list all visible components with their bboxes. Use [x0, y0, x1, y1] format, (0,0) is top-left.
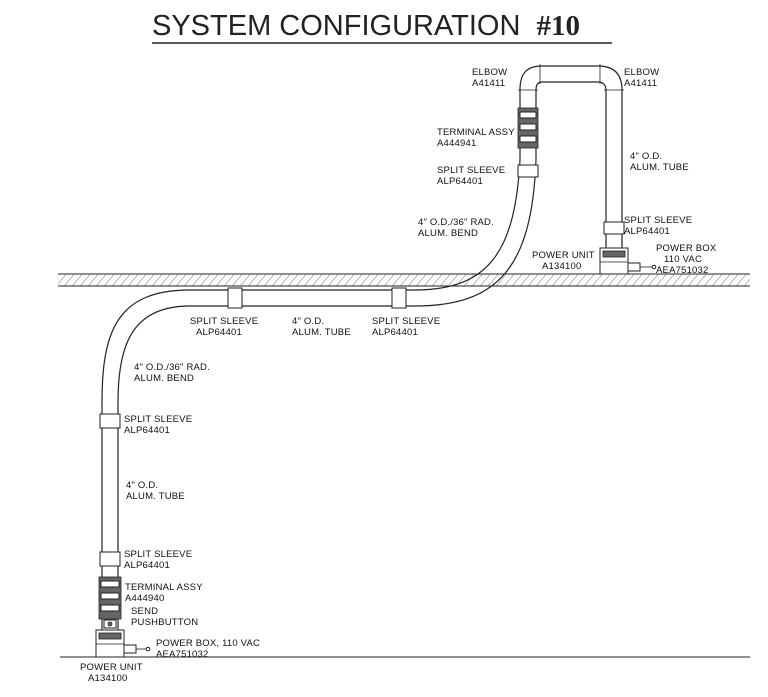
- floor-hatch: [58, 274, 750, 286]
- split-sleeve-lower-upper: [99, 413, 121, 429]
- split-sleeve-mid-right: [391, 287, 407, 309]
- split-sleeve-upper-right: [603, 221, 625, 235]
- label-split-sleeve-mid-right: SPLIT SLEEVE ALP64401: [372, 316, 443, 338]
- label-power-unit-top: POWER UNIT A134100: [532, 250, 597, 272]
- label-tube-mid: 4" O.D. ALUM. TUBE: [292, 316, 351, 338]
- title-text: SYSTEM CONFIGURATION #10: [152, 10, 580, 42]
- label-tube-lower: 4" O.D. ALUM. TUBE: [126, 480, 185, 502]
- label-bend-upper: 4" O.D./36" RAD. ALUM. BEND: [418, 217, 497, 239]
- label-elbow-left: ELBOW A41411: [472, 67, 510, 89]
- title-number: #10: [536, 10, 580, 42]
- label-bend-lower: 4" O.D./36" RAD. ALUM. BEND: [134, 362, 213, 384]
- label-split-sleeve-mid-left: SPLIT SLEEVE ALP64401: [190, 316, 261, 338]
- label-terminal-assy-top: TERMINAL ASSY A444941: [437, 127, 517, 149]
- label-split-sleeve-lower-lower: SPLIT SLEEVE ALP64401: [124, 549, 195, 571]
- label-elbow-right: ELBOW A41411: [624, 67, 662, 89]
- floor-line: [58, 273, 750, 287]
- split-sleeve-upper-left: [517, 164, 539, 178]
- terminal-assy-top: [517, 107, 539, 149]
- elbow-joints: [518, 64, 624, 91]
- send-pushbutton: [103, 619, 117, 629]
- label-terminal-assy-bottom: TERMINAL ASSY A444940: [125, 582, 205, 604]
- label-power-box-top: POWER BOX 110 VAC AEA751032: [656, 243, 719, 276]
- label-split-sleeve-upper-right: SPLIT SLEEVE ALP64401: [624, 215, 695, 237]
- label-send-pushbutton: SEND PUSHBUTTON: [131, 606, 198, 628]
- split-sleeve-mid-left: [227, 287, 243, 309]
- label-tube-upper-right: 4" O.D. ALUM. TUBE: [630, 151, 689, 173]
- label-split-sleeve-upper-left: SPLIT SLEEVE ALP64401: [437, 165, 508, 187]
- title: SYSTEM CONFIGURATION #10: [152, 10, 612, 44]
- label-power-box-bottom: POWER BOX, 110 VAC AEA751032: [156, 638, 263, 660]
- labels: ELBOW A41411 ELBOW A41411 TERMINAL ASSY …: [80, 67, 719, 684]
- power-unit-top: [599, 247, 657, 275]
- split-sleeve-lower-lower: [99, 551, 121, 567]
- terminal-assy-bottom: [98, 576, 122, 620]
- title-main: SYSTEM CONFIGURATION: [152, 10, 520, 42]
- label-power-unit-bottom: POWER UNIT A134100: [80, 662, 145, 684]
- label-split-sleeve-lower-upper: SPLIT SLEEVE ALP64401: [124, 414, 195, 436]
- power-unit-bottom: [95, 629, 151, 658]
